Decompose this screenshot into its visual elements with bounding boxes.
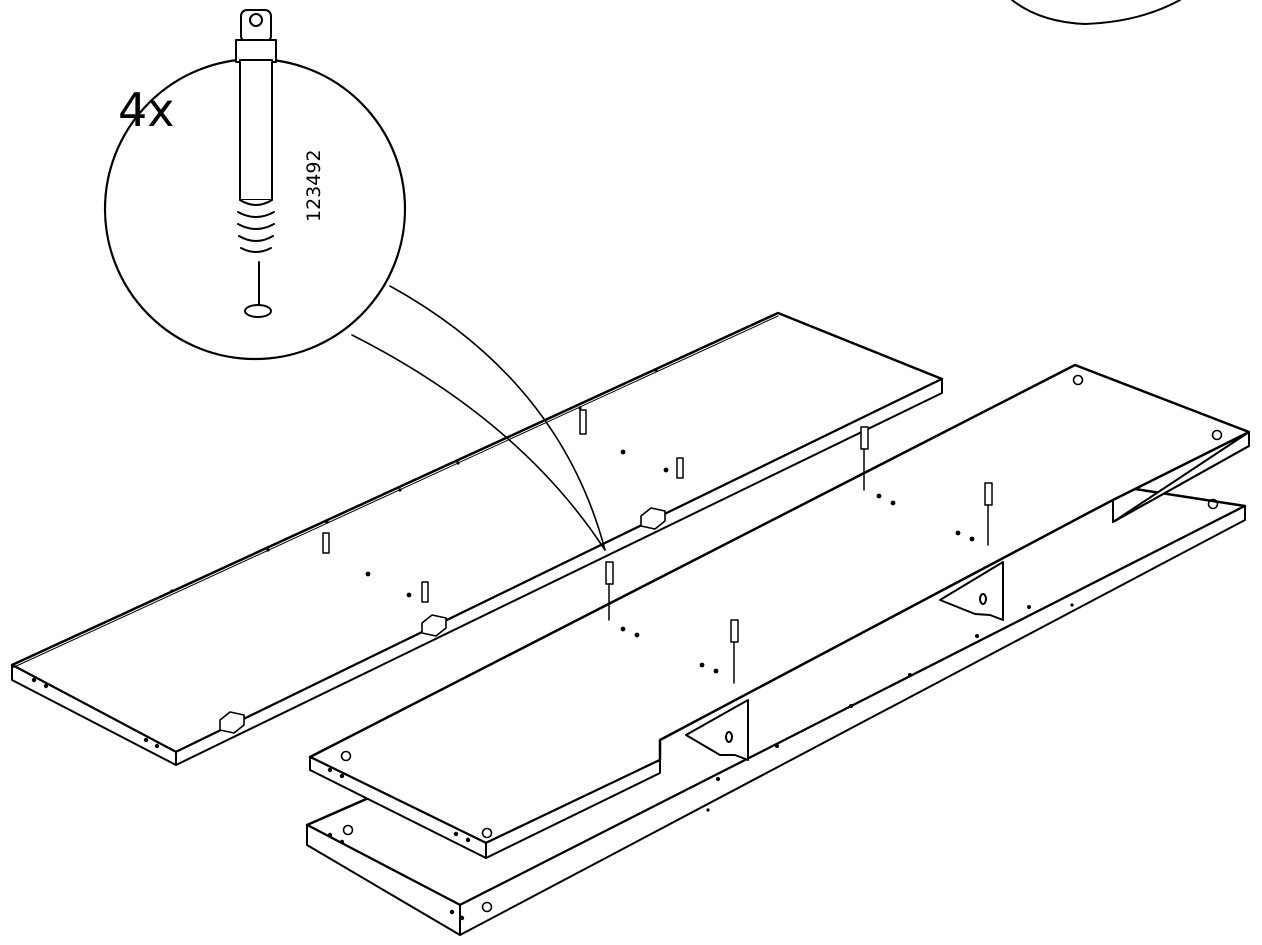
- support-bracket: [685, 561, 1004, 761]
- left-shelf-panel: [10, 311, 944, 766]
- cam-lock-dowel-icon: [235, 9, 277, 318]
- dowel-callout: 4x 123492: [103, 9, 606, 551]
- top-panel: [308, 363, 1251, 859]
- part-number-label: 123492: [303, 149, 325, 222]
- drill-hole-icon: [244, 304, 272, 318]
- adjacent-detail-circle: [1011, 0, 1181, 25]
- dowel-icon: [605, 426, 993, 684]
- quantity-label: 4x: [118, 83, 175, 137]
